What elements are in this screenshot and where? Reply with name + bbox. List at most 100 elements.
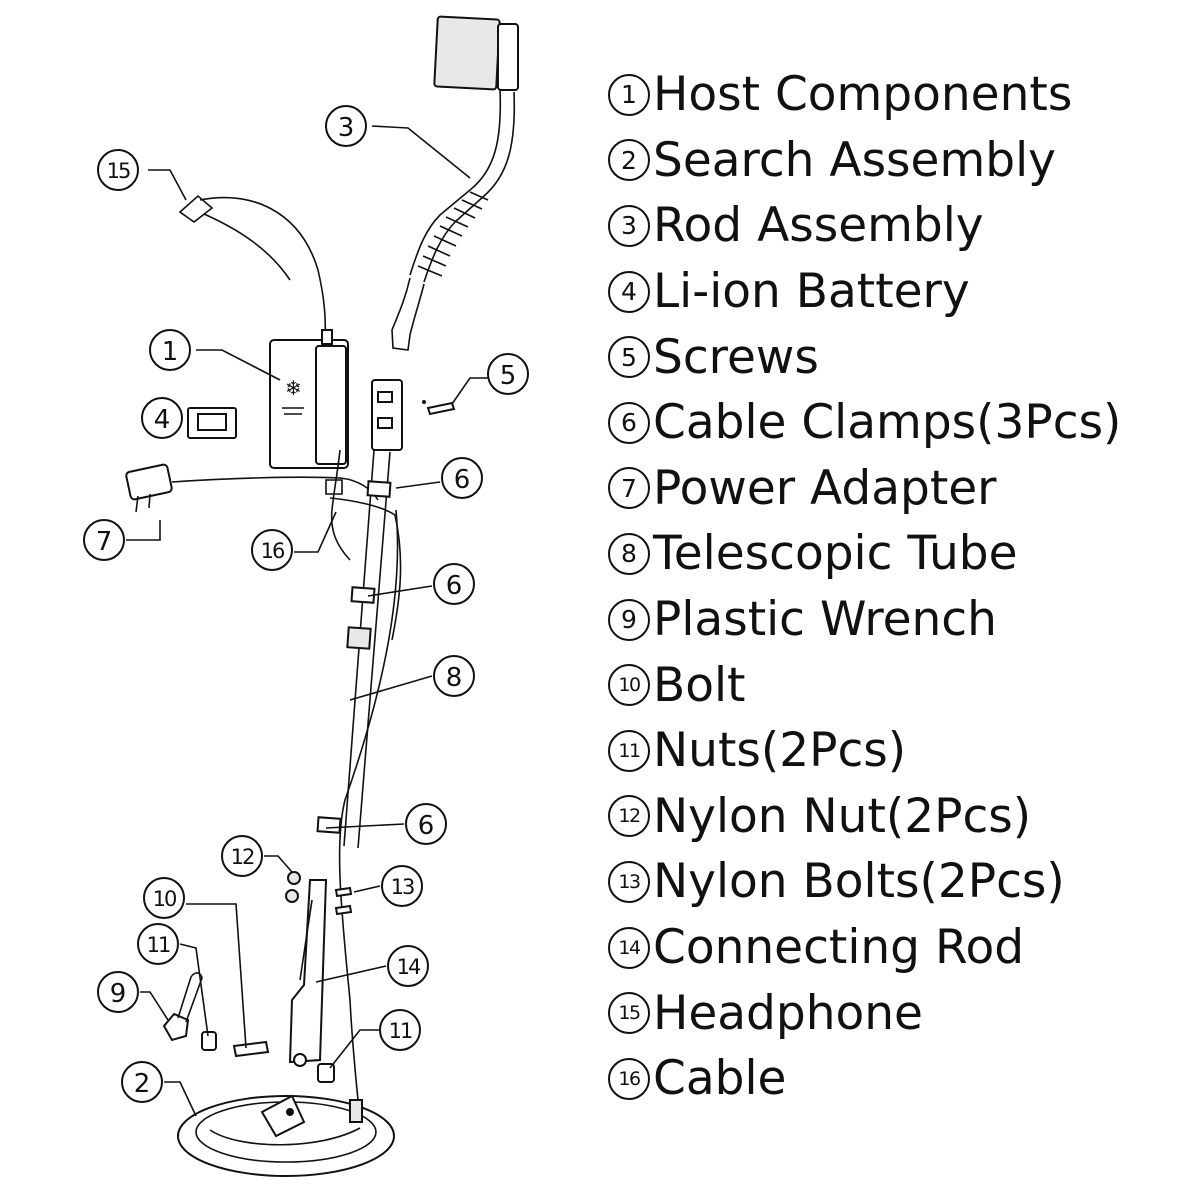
hardware-drawing xyxy=(162,972,335,1083)
callout-15: 15 xyxy=(97,149,139,191)
svg-text:10: 10 xyxy=(153,887,176,911)
callout-1: 1 xyxy=(149,329,191,371)
legend-number: 16 xyxy=(608,1057,650,1100)
legend-item-nylon-nut: 12 Nylon Nut(2Pcs) xyxy=(608,784,1188,850)
legend-number: 9 xyxy=(608,598,650,641)
legend-label: Headphone xyxy=(653,985,923,1041)
callout-4: 4 xyxy=(141,397,183,439)
legend-item-connecting-rod: 14 Connecting Rod xyxy=(608,915,1188,981)
legend-label: Screws xyxy=(653,329,819,385)
legend-number: 10 xyxy=(608,664,650,707)
callout-3: 3 xyxy=(325,105,367,147)
legend-item-rod-assembly: 3 Rod Assembly xyxy=(608,193,1188,259)
callout-11-right: 11 xyxy=(379,1009,421,1051)
parts-legend: 1 Host Components 2 Search Assembly 3 Ro… xyxy=(608,62,1188,1112)
legend-label: Nylon Bolts(2Pcs) xyxy=(653,854,1065,910)
legend-number: 6 xyxy=(608,401,650,444)
legend-label: Power Adapter xyxy=(653,460,997,516)
svg-text:13: 13 xyxy=(391,875,414,899)
callout-2: 2 xyxy=(121,1061,163,1103)
headphone-drawing xyxy=(178,194,327,346)
callout-6-middle: 6 xyxy=(433,563,475,605)
legend-item-bolt: 10 Bolt xyxy=(608,652,1188,718)
rod-assembly-drawing xyxy=(391,15,519,351)
legend-item-nuts: 11 Nuts(2Pcs) xyxy=(608,718,1188,784)
svg-text:4: 4 xyxy=(154,405,171,435)
svg-text:❄: ❄ xyxy=(285,376,302,400)
legend-item-host-components: 1 Host Components xyxy=(608,62,1188,128)
callout-12: 12 xyxy=(221,835,263,877)
legend-number: 3 xyxy=(608,204,650,247)
handle-head-drawing xyxy=(371,379,456,451)
legend-item-nylon-bolts: 13 Nylon Bolts(2Pcs) xyxy=(608,849,1188,915)
host-components-drawing: ❄ xyxy=(269,329,349,469)
callout-6-top: 6 xyxy=(441,457,483,499)
legend-item-cable-clamps: 6 Cable Clamps(3Pcs) xyxy=(608,390,1188,456)
svg-text:1: 1 xyxy=(162,337,179,367)
legend-number: 15 xyxy=(608,992,650,1035)
legend-number: 12 xyxy=(608,795,650,838)
connecting-rod-drawing xyxy=(288,879,328,1067)
power-adapter-drawing xyxy=(125,463,379,513)
svg-text:6: 6 xyxy=(446,571,463,601)
legend-number: 2 xyxy=(608,139,650,182)
legend-number: 14 xyxy=(608,926,650,969)
callout-9: 9 xyxy=(97,971,139,1013)
callout-14: 14 xyxy=(387,945,429,987)
svg-text:12: 12 xyxy=(231,845,254,869)
legend-item-telescopic-tube: 8 Telescopic Tube xyxy=(608,521,1188,587)
svg-text:16: 16 xyxy=(261,539,285,563)
battery-drawing xyxy=(187,407,237,439)
legend-item-headphone: 15 Headphone xyxy=(608,980,1188,1046)
legend-label: Connecting Rod xyxy=(653,920,1025,976)
rod-bellows xyxy=(417,191,489,277)
telescopic-tube-drawing xyxy=(316,449,399,1101)
callout-11-left: 11 xyxy=(137,923,179,965)
callout-8: 8 xyxy=(433,655,475,697)
legend-label: Search Assembly xyxy=(653,132,1056,188)
legend-label: Bolt xyxy=(653,657,746,713)
legend-label: Rod Assembly xyxy=(653,198,984,254)
callout-10: 10 xyxy=(143,877,185,919)
legend-number: 7 xyxy=(608,467,650,510)
leader-lines xyxy=(126,125,488,1117)
small-parts-drawing xyxy=(285,871,353,916)
callout-5: 5 xyxy=(487,353,529,395)
callout-16: 16 xyxy=(251,529,293,571)
legend-item-search-assembly: 2 Search Assembly xyxy=(608,128,1188,194)
legend-label: Telescopic Tube xyxy=(653,526,1018,582)
callout-7: 7 xyxy=(83,519,125,561)
legend-label: Plastic Wrench xyxy=(653,592,997,648)
svg-text:9: 9 xyxy=(110,979,127,1009)
svg-text:15: 15 xyxy=(107,159,130,183)
svg-text:11: 11 xyxy=(389,1019,412,1043)
svg-text:6: 6 xyxy=(454,465,471,495)
callout-6-bottom: 6 xyxy=(405,803,447,845)
svg-text:2: 2 xyxy=(134,1069,151,1099)
search-coil-drawing xyxy=(177,1094,395,1177)
legend-label: Li-ion Battery xyxy=(653,264,970,320)
legend-label: Nylon Nut(2Pcs) xyxy=(653,788,1032,844)
legend-number: 8 xyxy=(608,532,650,575)
svg-text:3: 3 xyxy=(338,113,355,143)
legend-item-cable: 16 Cable xyxy=(608,1046,1188,1112)
legend-number: 5 xyxy=(608,336,650,379)
legend-number: 13 xyxy=(608,860,650,903)
svg-text:8: 8 xyxy=(446,663,463,693)
legend-label: Nuts(2Pcs) xyxy=(653,723,907,779)
legend-label: Cable xyxy=(653,1051,787,1107)
legend-number: 1 xyxy=(608,73,650,116)
legend-item-li-ion-battery: 4 Li-ion Battery xyxy=(608,259,1188,325)
legend-number: 4 xyxy=(608,270,650,313)
svg-text:7: 7 xyxy=(96,527,113,557)
legend-item-screws: 5 Screws xyxy=(608,324,1188,390)
legend-number: 11 xyxy=(608,729,650,772)
svg-text:6: 6 xyxy=(418,811,435,841)
svg-text:14: 14 xyxy=(397,955,421,979)
legend-item-power-adapter: 7 Power Adapter xyxy=(608,456,1188,522)
legend-label: Host Components xyxy=(653,67,1073,123)
svg-text:11: 11 xyxy=(147,933,170,957)
callout-13: 13 xyxy=(381,865,423,907)
legend-label: Cable Clamps(3Pcs) xyxy=(653,395,1122,451)
